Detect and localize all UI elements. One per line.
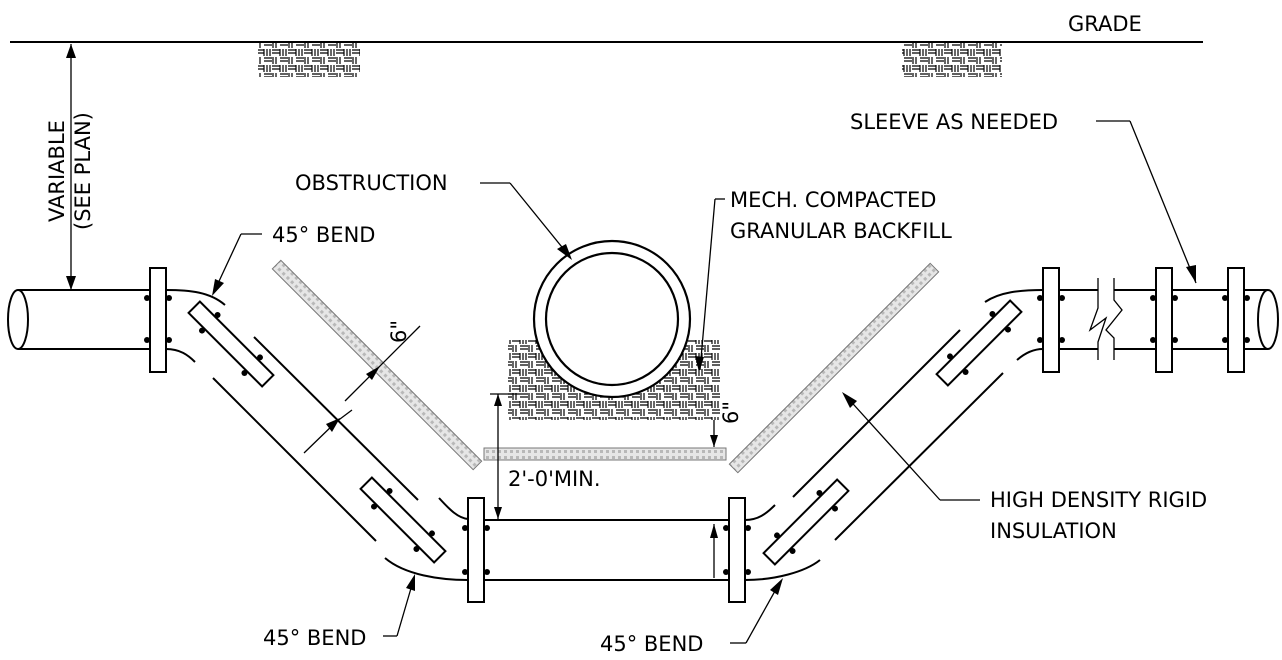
right-diagonal-pipe	[792, 329, 1004, 541]
flange-right-1	[1037, 267, 1065, 373]
obstruction-leader	[480, 182, 572, 260]
obstruction-label: OBSTRUCTION	[295, 171, 448, 195]
elbow-upper-right-outer	[984, 289, 1044, 303]
flange-left-2	[187, 300, 275, 388]
bend-lower-left-leader	[383, 574, 415, 637]
right-horizontal-pipe-end	[1244, 289, 1279, 350]
see-plan-label: (SEE PLAN)	[71, 112, 95, 230]
elbow-upper-left-inner	[165, 348, 196, 363]
obstruction-pipe	[508, 239, 720, 420]
bottom-horizontal-pipe	[484, 519, 729, 581]
dim-6in-left-label: 6"	[387, 320, 411, 343]
sleeve-leader	[1096, 120, 1197, 284]
flange-left-1	[144, 267, 172, 373]
elbow-upper-right-inner	[1016, 348, 1044, 361]
elbow-lower-left-outer	[384, 557, 469, 581]
grade-soil-hatch-left	[258, 43, 360, 77]
bend-lower-right-label: 45° BEND	[600, 632, 703, 656]
pipe-break-sleeve	[1059, 278, 1156, 360]
backfill-label-line2: GRANULAR BACKFILL	[730, 219, 952, 243]
flange-bottom-left	[462, 497, 490, 603]
bend-upper-left-leader	[212, 233, 262, 296]
flange-bottom-right	[723, 497, 751, 603]
flange-left-3	[359, 476, 447, 564]
insulation-label-line2: INSULATION	[990, 519, 1117, 543]
dim-2ft-min	[490, 393, 520, 519]
variable-depth-dimension	[66, 44, 76, 290]
flange-right-2	[935, 299, 1023, 387]
backfill-leader	[695, 198, 725, 372]
bend-lower-left-label: 45° BEND	[263, 626, 366, 650]
elbow-lower-left-inner	[438, 497, 469, 520]
bend-upper-left-label: 45° BEND	[272, 223, 375, 247]
elbow-lower-right-inner	[744, 504, 776, 521]
left-diagonal-pipe	[212, 336, 419, 542]
variable-label: VARIABLE	[45, 120, 69, 222]
dim-6in-left	[303, 325, 421, 454]
flange-right-sleeve-1	[1150, 267, 1178, 373]
insulation-leader	[842, 392, 980, 501]
flange-right-3	[762, 478, 850, 566]
left-horizontal-pipe	[7, 289, 150, 350]
insulation-board-center	[483, 447, 727, 461]
insulation-label-line1: HIGH DENSITY RIGID	[990, 488, 1207, 512]
bend-lower-right-leader	[730, 578, 783, 644]
elbow-upper-left-outer	[165, 289, 226, 306]
dim-6in-center	[710, 420, 718, 578]
grade-label: GRADE	[1068, 12, 1142, 36]
backfill-label-line1: MECH. COMPACTED	[730, 188, 936, 212]
grade-soil-hatch-right	[902, 43, 1002, 77]
dim-2ft-min-label: 2'-0'MIN.	[508, 467, 601, 491]
insulation-board-right	[728, 262, 940, 474]
elbow-lower-right-outer	[744, 559, 821, 581]
insulation-board-left	[271, 259, 483, 471]
dim-6in-center-label: 6"	[719, 401, 743, 424]
flange-right-sleeve-2	[1222, 267, 1250, 373]
sleeve-label: SLEEVE AS NEEDED	[850, 110, 1058, 134]
